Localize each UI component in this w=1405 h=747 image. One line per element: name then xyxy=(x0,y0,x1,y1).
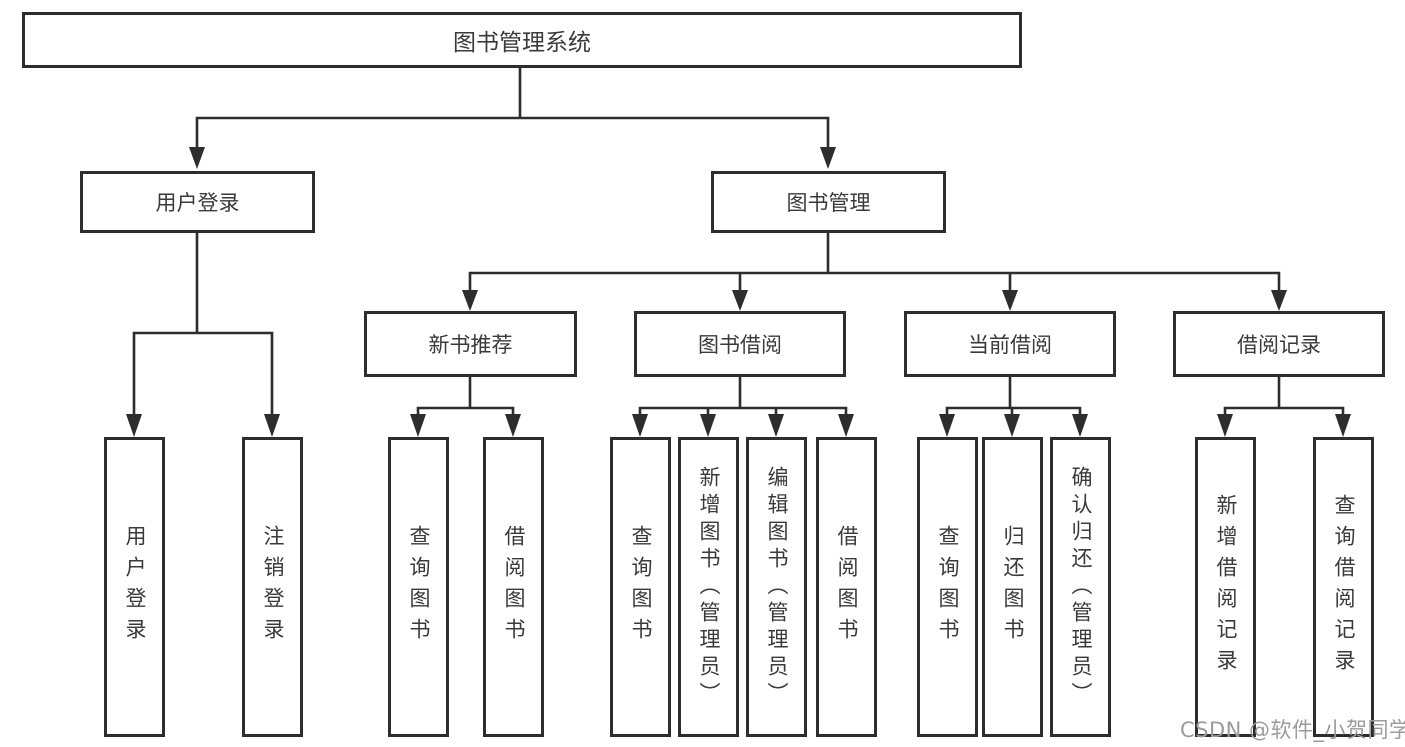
leaf-user-login: 用户登录 xyxy=(104,437,165,737)
leaf-borrow-books-recommend: 借阅图书 xyxy=(483,437,544,737)
csdn-watermark: CSDN @软件_小贺同学 xyxy=(1180,718,1405,742)
leaf-user-login-label: 用户登录 xyxy=(123,525,147,649)
leaf-query-books-borrow: 查询图书 xyxy=(610,437,671,737)
node-user-login: 用户登录 xyxy=(80,171,315,233)
leaf-borrow-books-label: 借阅图书 xyxy=(835,525,859,649)
node-borrow-records: 借阅记录 xyxy=(1173,311,1385,377)
leaf-logout-label: 注销登录 xyxy=(261,525,285,649)
leaf-add-borrow-record: 新增借阅记录 xyxy=(1195,437,1256,737)
leaf-borrow-books: 借阅图书 xyxy=(816,437,877,737)
node-borrow-records-label: 借阅记录 xyxy=(1237,333,1321,357)
leaf-edit-book-admin-label: 编辑图书（管理员） xyxy=(765,465,789,709)
leaf-logout: 注销登录 xyxy=(242,437,303,737)
leaf-query-books-current-label: 查询图书 xyxy=(936,525,960,649)
node-book-management: 图书管理 xyxy=(711,171,946,233)
leaf-return-book: 归还图书 xyxy=(982,437,1043,737)
leaf-add-book-admin: 新增图书（管理员） xyxy=(678,437,739,737)
node-book-borrow-label: 图书借阅 xyxy=(698,333,782,357)
leaf-return-book-label: 归还图书 xyxy=(1001,525,1025,649)
leaf-query-borrow-record: 查询借阅记录 xyxy=(1313,437,1374,737)
node-current-borrow: 当前借阅 xyxy=(904,311,1116,377)
node-root: 图书管理系统 xyxy=(22,12,1022,68)
leaf-confirm-return-admin-label: 确认归还（管理员） xyxy=(1069,465,1093,709)
leaf-add-book-admin-label: 新增图书（管理员） xyxy=(697,465,721,709)
node-new-book-recommend: 新书推荐 xyxy=(364,311,577,377)
node-current-borrow-label: 当前借阅 xyxy=(968,333,1052,357)
leaf-query-books-recommend-label: 查询图书 xyxy=(407,525,431,649)
leaf-query-books-recommend: 查询图书 xyxy=(388,437,449,737)
node-user-login-label: 用户登录 xyxy=(155,191,240,215)
node-book-borrow: 图书借阅 xyxy=(634,311,846,377)
node-root-label: 图书管理系统 xyxy=(453,30,591,56)
leaf-query-books-current: 查询图书 xyxy=(917,437,978,737)
leaf-add-borrow-record-label: 新增借阅记录 xyxy=(1214,494,1238,680)
leaf-borrow-books-recommend-label: 借阅图书 xyxy=(502,525,526,649)
leaf-query-books-borrow-label: 查询图书 xyxy=(629,525,653,649)
node-book-management-label: 图书管理 xyxy=(786,191,871,215)
leaf-confirm-return-admin: 确认归还（管理员） xyxy=(1050,437,1111,737)
node-new-book-recommend-label: 新书推荐 xyxy=(428,333,513,357)
leaf-edit-book-admin: 编辑图书（管理员） xyxy=(746,437,807,737)
leaf-query-borrow-record-label: 查询借阅记录 xyxy=(1332,494,1356,680)
